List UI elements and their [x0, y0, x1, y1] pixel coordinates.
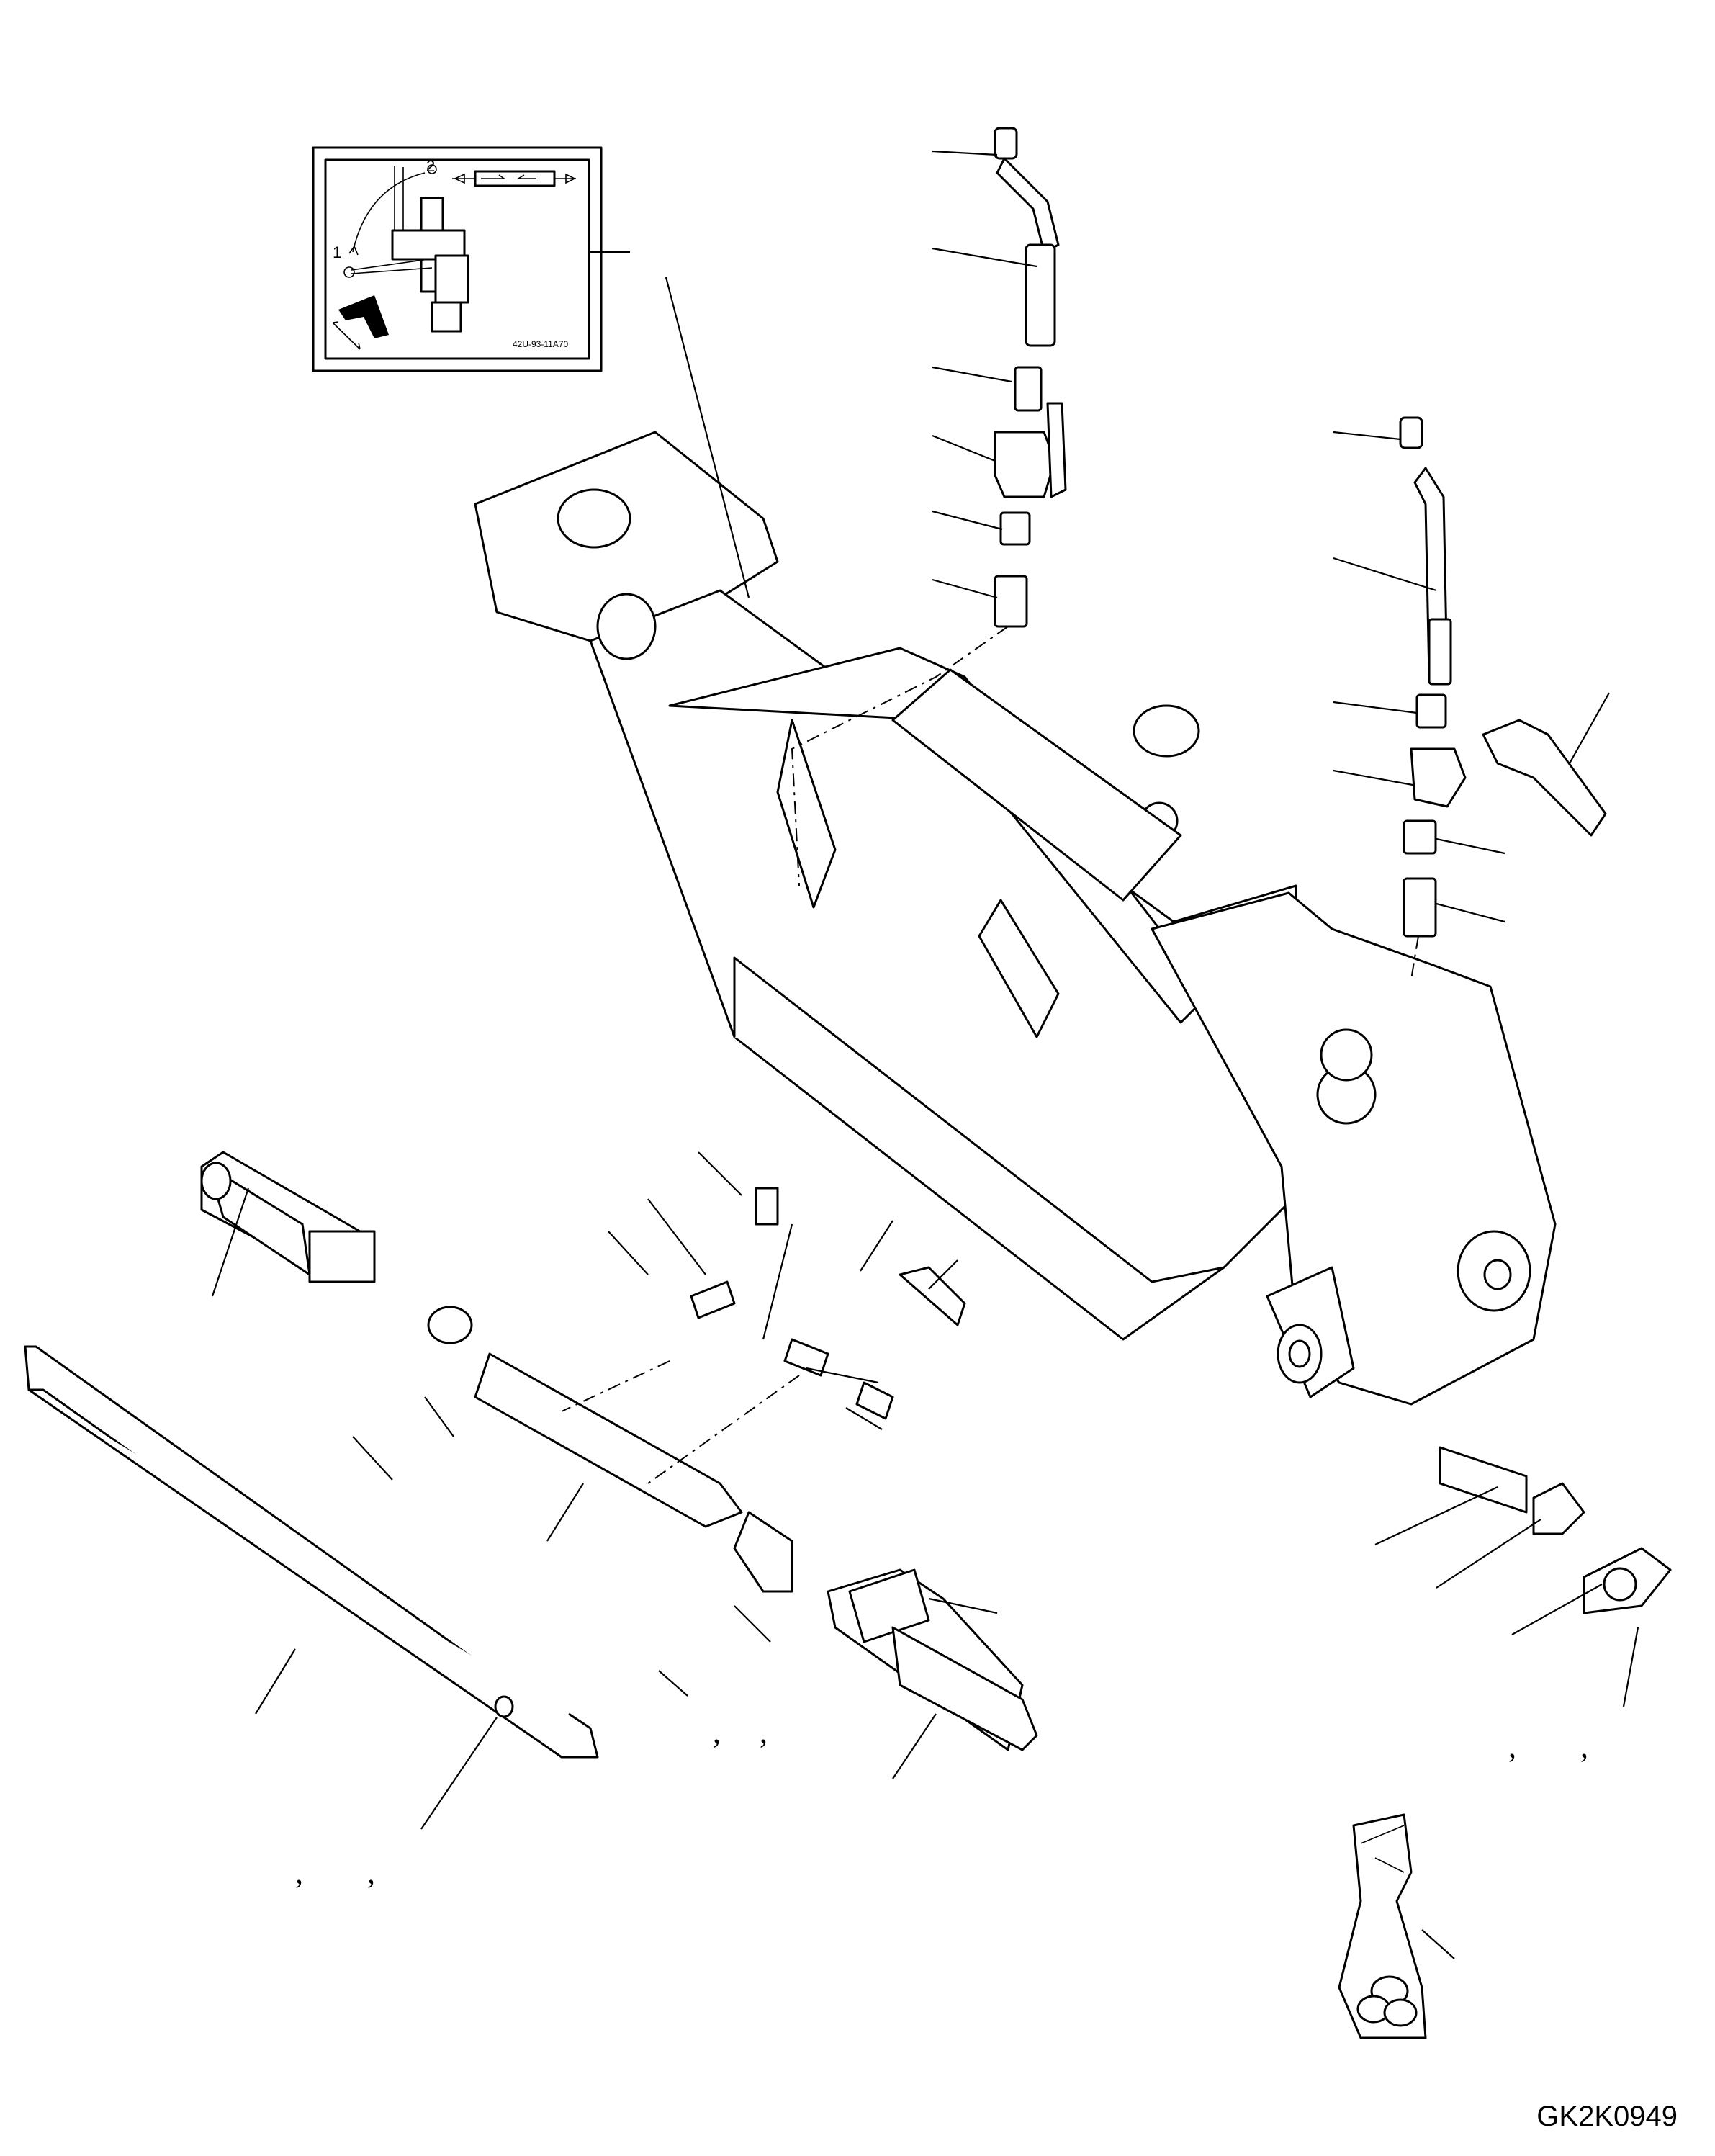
separator-b: ,	[760, 1715, 768, 1750]
upper-hose-assembly-right	[1399, 416, 1607, 980]
decal-inset: 1 2 42U-93-11A70	[312, 146, 603, 372]
parts-bag	[1338, 1813, 1427, 2039]
separator-f: ,	[367, 1855, 375, 1890]
drawing-code: GK2K0949	[1536, 2101, 1678, 2132]
cover-plate	[24, 1345, 599, 1759]
decal-position-1: 1	[333, 243, 341, 261]
separator-a: ,	[713, 1715, 721, 1750]
decal-position-2: 2	[426, 157, 435, 175]
pins-and-springs	[200, 1162, 1672, 1751]
decal-part-number: 42U-93-11A70	[513, 339, 568, 349]
upper-hose-assembly-left	[791, 127, 1067, 886]
flow-direction-icon	[452, 170, 576, 187]
leader-lines	[211, 150, 1639, 1959]
separator-d: ,	[1580, 1729, 1588, 1764]
caution-symbol-icon	[332, 295, 389, 350]
separator-e: ,	[295, 1855, 303, 1890]
separator-c: ,	[1508, 1729, 1516, 1764]
valve-lever-icon	[343, 164, 469, 333]
main-frame	[474, 431, 1557, 1406]
